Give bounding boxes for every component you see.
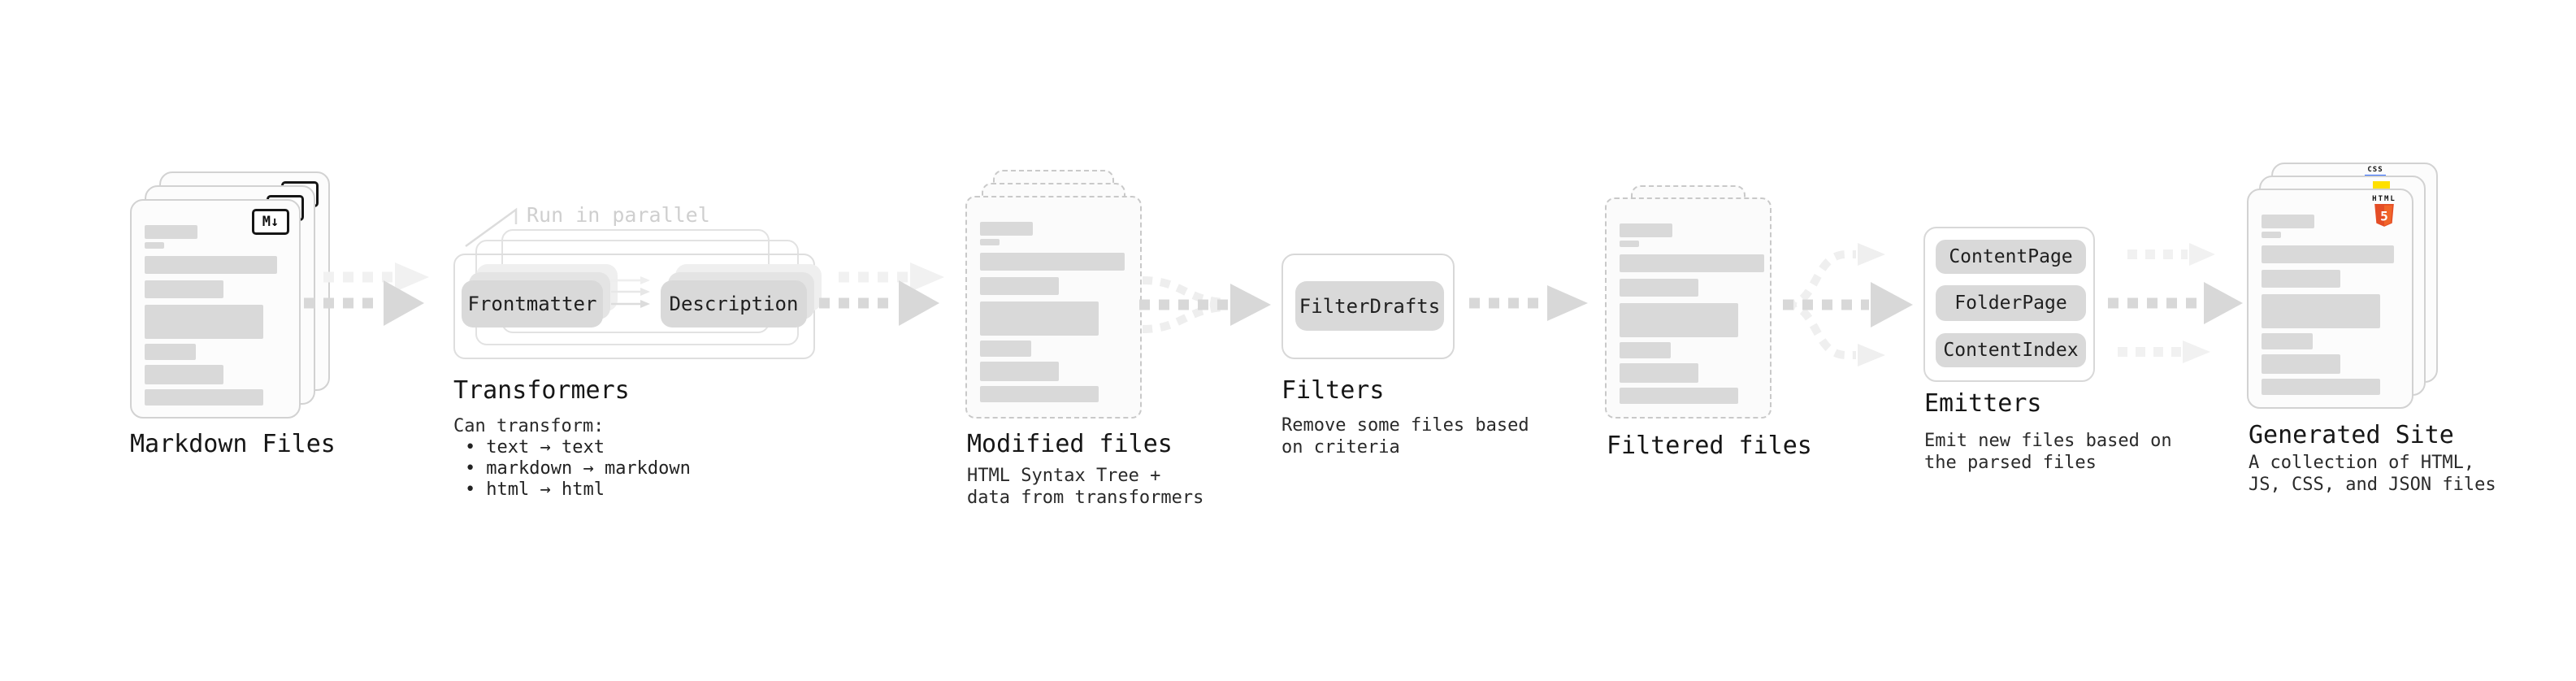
bullet-icon: • (465, 479, 476, 500)
bullet-text: markdown → markdown (486, 458, 691, 479)
placeholder-bar (2262, 354, 2340, 374)
emitter-contentpage-pill: ContentPage (1936, 240, 2086, 274)
modified-files-title: Modified files (967, 430, 1173, 458)
placeholder-bar (145, 225, 197, 239)
flow-arrow-icon (819, 262, 944, 326)
parallel-arrows-icon (611, 276, 650, 308)
emitter-folderpage-pill: FolderPage (1936, 285, 2086, 321)
filters-subtitle: Remove some files based on criteria (1281, 414, 1529, 458)
subtitle-line: A collection of HTML, (2249, 453, 2475, 473)
subtitle-line: JS, CSS, and JSON files (2249, 475, 2496, 495)
placeholder-bar (145, 280, 223, 298)
placeholder-bar (1620, 363, 1698, 383)
transformers-title: Transformers (453, 376, 630, 405)
merge-arrow-icon (1139, 276, 1271, 333)
subtitle-line: the parsed files (1924, 453, 2097, 473)
placeholder-bar (1620, 279, 1698, 297)
bullet-icon: • (465, 458, 476, 479)
filtered-files-title: Filtered files (1607, 432, 1812, 460)
placeholder-bar (980, 362, 1059, 381)
markdown-file-card: M↓ (130, 199, 301, 419)
placeholder-bar (2262, 232, 2281, 238)
placeholder-bar (1620, 223, 1672, 237)
filtered-file-card (1605, 197, 1772, 419)
placeholder-bar (145, 344, 196, 360)
placeholder-bar (2262, 215, 2314, 228)
placeholder-bar (1620, 388, 1738, 404)
html5-label: HTML (2372, 195, 2396, 203)
placeholder-bar (980, 340, 1031, 357)
placeholder-bar (980, 301, 1099, 336)
generated-site-stack: CSS HTML 5 (2247, 163, 2438, 409)
subtitle-line: Emit new files based on (1924, 431, 2172, 451)
placeholder-bar (2262, 294, 2380, 328)
svg-text:5: 5 (2380, 208, 2388, 223)
transformers-intro: Can transform: (453, 416, 605, 436)
emitters-subtitle: Emit new files based on the parsed files (1924, 430, 2172, 474)
bullet-text: html → html (486, 479, 605, 500)
placeholder-bar (145, 305, 263, 339)
placeholder-bar (980, 222, 1033, 236)
generated-site-subtitle: A collection of HTML, JS, CSS, and JSON … (2249, 452, 2496, 496)
markdown-files-label: Markdown Files (130, 430, 336, 458)
bullet-text: text → text (486, 437, 605, 458)
placeholder-bar (145, 242, 164, 249)
placeholder-bar (2262, 379, 2380, 395)
transform-bullet: • text → text (465, 437, 605, 458)
emitter-contentindex-pill: ContentIndex (1936, 333, 2086, 367)
filters-title: Filters (1281, 376, 1385, 405)
transformer-frontmatter-pill: Frontmatter (462, 280, 603, 327)
filters-box: FilterDrafts (1281, 254, 1455, 359)
placeholder-bar (980, 386, 1099, 402)
placeholder-bar (2262, 333, 2313, 349)
placeholder-bar (145, 365, 223, 384)
placeholder-bar (1620, 254, 1764, 272)
markdown-files-stack: M↓ M↓ M↓ (130, 171, 332, 420)
diverge-arrow-icon (1783, 243, 1913, 367)
html-file-card: HTML 5 (2247, 189, 2413, 409)
subtitle-line: data from transformers (967, 488, 1204, 508)
markdown-icon: M↓ (252, 209, 289, 235)
filter-drafts-pill: FilterDrafts (1295, 281, 1444, 331)
triple-arrow-icon (2108, 243, 2243, 363)
subtitle-line: HTML Syntax Tree + (967, 466, 1161, 486)
placeholder-bar (2262, 245, 2394, 263)
bullet-icon: • (465, 437, 476, 458)
placeholder-bar (1620, 342, 1671, 358)
placeholder-bar (980, 253, 1125, 271)
placeholder-bar (980, 239, 1000, 245)
run-in-parallel-annotation: Run in parallel (527, 203, 710, 227)
generated-site-title: Generated Site (2249, 421, 2454, 449)
modified-file-card (965, 196, 1142, 419)
css-label: CSS (2367, 166, 2383, 174)
transformer-description-pill: Description (661, 280, 807, 327)
js-file-icon (2373, 181, 2390, 190)
placeholder-bar (2262, 270, 2340, 288)
placeholder-bar (145, 389, 263, 406)
placeholder-bar (1620, 241, 1639, 247)
placeholder-bar (145, 256, 277, 274)
modified-files-subtitle: HTML Syntax Tree + data from transformer… (967, 465, 1203, 509)
emitters-title: Emitters (1924, 389, 2042, 418)
html5-shield-icon: 5 (2374, 204, 2394, 227)
transform-bullet: • html → html (465, 479, 605, 500)
placeholder-bar (1620, 303, 1738, 337)
filtered-files-stack (1605, 185, 1772, 419)
emitters-box: ContentPage FolderPage ContentIndex (1923, 227, 2095, 382)
annotation-leader-line (465, 207, 518, 248)
flow-arrow-icon (1469, 285, 1588, 321)
html5-icon: HTML 5 (2365, 195, 2404, 228)
transform-bullet: • markdown → markdown (465, 458, 691, 479)
subtitle-line: on criteria (1281, 437, 1400, 458)
placeholder-bar (980, 277, 1059, 295)
flow-arrow-icon (304, 262, 429, 326)
subtitle-line: Remove some files based (1281, 415, 1529, 436)
modified-files-stack (965, 170, 1142, 419)
